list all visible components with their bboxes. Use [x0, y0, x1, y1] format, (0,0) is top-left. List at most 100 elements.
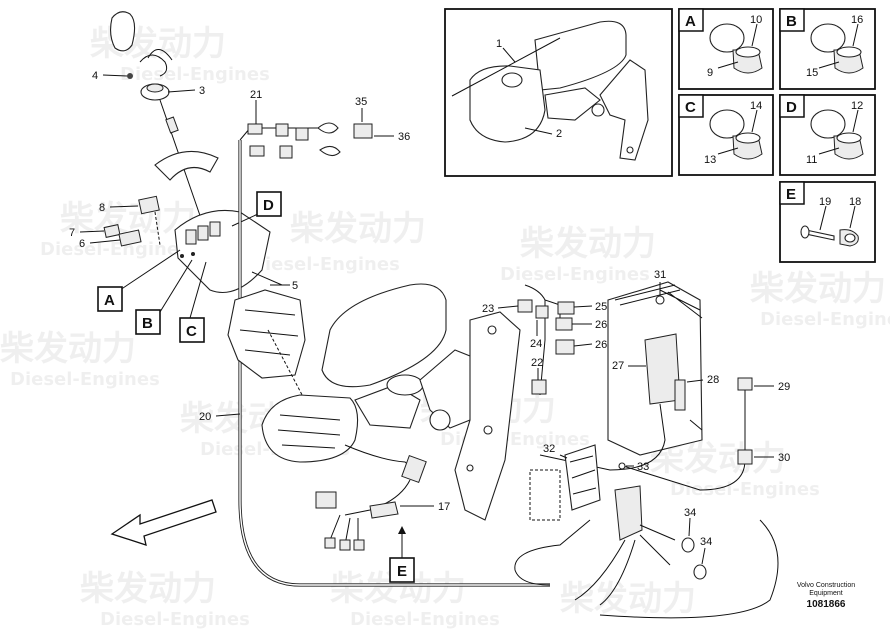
leader-10 [751, 23, 758, 47]
footer-line2: Equipment [809, 590, 843, 597]
callout-22: 22 [531, 357, 543, 369]
view-label-C: C [179, 261, 207, 343]
label-box-C [179, 317, 205, 343]
joystick-wires-2 [147, 49, 173, 61]
leader-26b [573, 343, 593, 347]
callout-33: 33 [637, 461, 649, 473]
ecu-harness [539, 403, 666, 471]
leader-23 [497, 305, 519, 309]
callout-25: 25 [595, 301, 607, 313]
switch-nut [735, 132, 761, 144]
upper-harness: 21 35 36 20 [199, 89, 550, 587]
watermark-11: 柴发动力 Diesel-Engines [330, 569, 500, 629]
callout-11: 11 [806, 154, 817, 166]
watermark-1: 柴发动力 Diesel-Engines [90, 24, 270, 85]
callout-17: 17 [438, 501, 450, 513]
switch-cap [709, 23, 745, 53]
connector-22 [531, 379, 547, 395]
connector-21e [279, 145, 293, 159]
detail-label-D: D [786, 99, 797, 116]
joystick-assembly: 4 3 8 7 6 [69, 11, 271, 294]
footer-code: 1081866 [807, 599, 846, 610]
detail-label-C: C [685, 99, 696, 116]
leader-7 [79, 230, 105, 233]
callout-27: 27 [612, 360, 624, 372]
item-34-grommet-b [693, 564, 707, 580]
leader-28 [686, 379, 704, 383]
detail-label-B: B [786, 13, 797, 30]
leader-6 [89, 239, 121, 244]
connector-26a [555, 317, 573, 331]
bracket-frame [227, 289, 306, 379]
inset-lever-housing [469, 65, 546, 143]
control-unit: 31 27 28 [539, 269, 719, 471]
callout-7: 7 [69, 227, 75, 239]
watermark-5: 柴发动力 Diesel-Engines [750, 269, 890, 330]
leader-A [119, 249, 181, 291]
inset-knob [501, 72, 523, 88]
callout-5: 5 [292, 280, 298, 292]
connector-26b [555, 339, 575, 355]
callout-20: 20 [199, 411, 211, 423]
callout-16: 16 [851, 14, 863, 26]
detail-box-A: A 10 9 [678, 8, 774, 90]
console-led [191, 252, 195, 256]
connector-29 [737, 377, 753, 391]
mount-roller [386, 374, 424, 396]
callout-10: 10 [750, 14, 762, 26]
item-6-clip [118, 229, 142, 247]
watermark-text: Diesel-Engines [670, 479, 820, 500]
item-33-screw [618, 462, 626, 470]
connector-30 [737, 449, 753, 465]
callout-24: 24 [530, 338, 542, 350]
callout-13: 13 [704, 154, 716, 166]
leader-12 [852, 109, 859, 133]
inset-leader-1-bar [451, 37, 561, 97]
lower-bracket-assembly: 5 [227, 271, 311, 411]
connector-21c [295, 127, 309, 141]
watermark-layer: 柴发动力 Diesel-Engines 柴发动力 Diesel-Engines … [0, 24, 890, 629]
label-box-E [389, 557, 415, 583]
detail-A-tab [678, 8, 704, 32]
detail-box-C: C 14 13 [678, 94, 774, 176]
leader-C [189, 261, 207, 319]
leader-3 [167, 89, 196, 93]
plate-hole [487, 325, 497, 335]
watermark-12: 柴发动力 [560, 579, 696, 619]
leader-16 [852, 23, 859, 47]
callout-32: 32 [543, 443, 555, 455]
dash-guide [154, 211, 161, 246]
connector-17b [315, 491, 337, 509]
callout-2: 2 [556, 128, 562, 140]
detail-D-tab [779, 94, 805, 118]
harness-17-upper [344, 444, 416, 471]
inset-bracket [544, 87, 601, 121]
console-switch-2 [197, 225, 209, 241]
callout-9: 9 [707, 67, 713, 79]
inset-armrest-detail: 1 2 [444, 8, 673, 177]
leader-34b [701, 547, 706, 565]
bracket-ribs [239, 309, 299, 356]
ecu-fins [614, 284, 703, 431]
armrest-center [261, 283, 521, 521]
detail-B-tab [779, 8, 805, 32]
detail-label-E: E [786, 186, 796, 203]
connector-cap-1 [317, 122, 339, 134]
leader-B [159, 259, 193, 313]
callout-18: 18 [849, 196, 861, 208]
leader-D [231, 213, 259, 227]
direction-arrow-icon [110, 499, 217, 546]
connector-21a [247, 123, 263, 135]
view-label-E-text: E [397, 563, 407, 580]
harness-17-lower [344, 479, 411, 516]
harness-17: 17 E [315, 444, 450, 583]
switch-cap [810, 23, 846, 53]
leader-E-arrow [398, 526, 406, 534]
detail-box-D: D 12 11 [779, 94, 876, 176]
view-label-D: D [231, 191, 282, 227]
direction-arrow-shape [110, 499, 217, 546]
detail-B-frame [779, 8, 876, 90]
leader-8 [109, 205, 139, 208]
connector-17e [353, 539, 365, 551]
lower-right-parts: 32 33 34 34 [514, 443, 779, 619]
